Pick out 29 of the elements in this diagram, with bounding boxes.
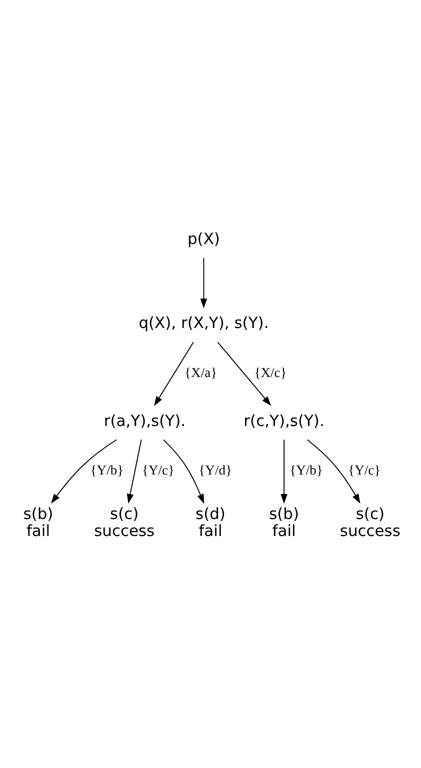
arrow [154, 342, 194, 406]
node-text: s(b) [23, 504, 54, 523]
arrow [163, 439, 204, 504]
node-text: s(c) [110, 504, 139, 523]
edge-label: {Y/b} [290, 462, 323, 478]
node-text: p(X) [187, 230, 220, 248]
arrow [280, 439, 288, 504]
node-label: success [94, 522, 155, 540]
node-text: r(a,Y),s(Y). [104, 412, 186, 430]
edge-label: {Y/c} [142, 462, 175, 478]
node-text: s(b) [269, 504, 300, 523]
node-text: q(X), r(X,Y), s(Y). [138, 314, 269, 332]
node-label: fail [272, 522, 296, 540]
node-text: r(c,Y),s(Y). [244, 412, 324, 430]
arrow [126, 439, 142, 504]
arrow [217, 342, 272, 406]
edge-label: {X/a} [184, 364, 218, 380]
arrow [51, 439, 117, 504]
edge-label: {Y/d} [198, 462, 232, 478]
arrow [306, 439, 360, 504]
node-label: success [340, 522, 400, 540]
edge-label: {Y/c} [348, 462, 381, 478]
edge-label: {X/c} [254, 364, 287, 380]
node-text: s(d) [196, 504, 226, 523]
edge-label: {Y/b} [90, 462, 124, 478]
node-label: fail [198, 522, 222, 540]
node-text: s(c) [356, 504, 384, 523]
arrow [200, 257, 208, 308]
node-label: fail [26, 522, 50, 540]
